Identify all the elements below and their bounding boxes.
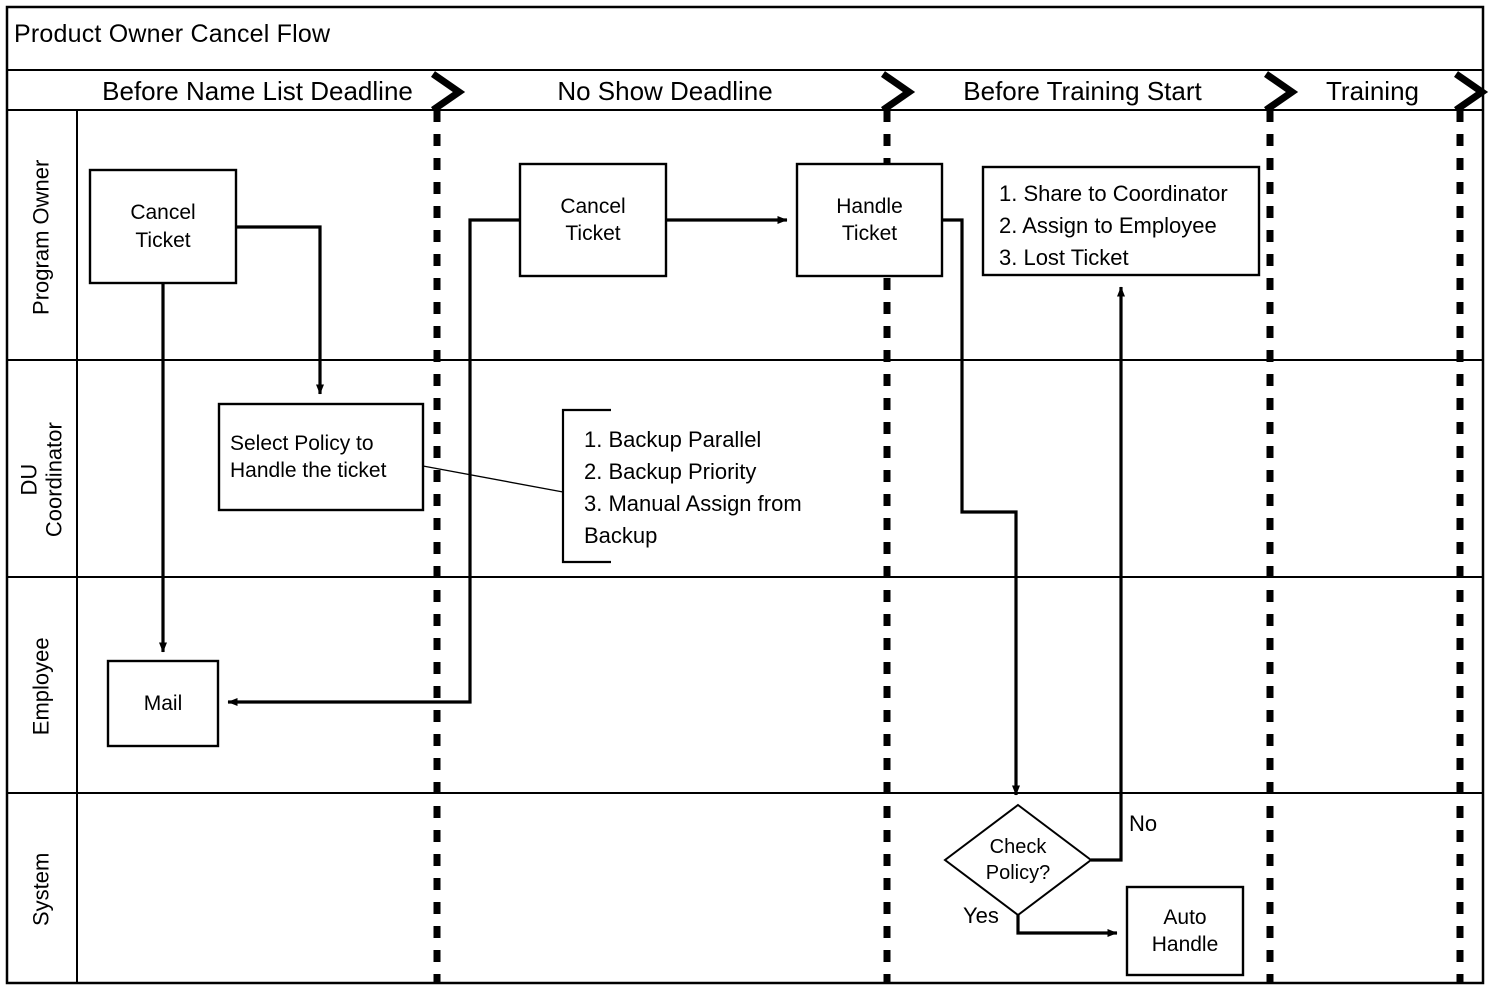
- edge-select-policy-to-policy-note: [422, 465, 564, 493]
- phase-header-3: Before Training Start: [963, 76, 1202, 106]
- edge-label-yes: Yes: [963, 903, 999, 928]
- handle-ticket-box-label[interactable]: Handle Ticket: [836, 194, 903, 245]
- policy-options-note-text: 1. Backup Parallel 2. Backup Priority 3.…: [570, 420, 838, 556]
- lane-label-program-owner: Program Owner: [28, 159, 54, 315]
- edge-check-policy-yes-to-auto-handle: [1016, 915, 1118, 937]
- auto-handle-box-label[interactable]: Auto Handle: [1151, 905, 1219, 956]
- note-line-2: 2. Assign to Employee: [999, 212, 1217, 238]
- lane-label-du-coordinator: DU Coordinator: [16, 422, 66, 538]
- policy-note-line-3: 3. Manual Assign from: [584, 490, 802, 516]
- phase-chevron-3: [1264, 71, 1299, 113]
- check-policy-decision-label[interactable]: Check Policy?: [985, 836, 1051, 884]
- auto-handle-box-shape: [1125, 885, 1245, 977]
- edge-handle-ticket-to-check-policy: [942, 218, 1020, 796]
- note-line-1: 1. Share to Coordinator: [999, 181, 1228, 206]
- edge-cancel2-to-mail: [227, 218, 520, 706]
- phase-chevron-1: [431, 71, 466, 113]
- cancel-ticket-box-1-label[interactable]: Cancel Ticket: [130, 201, 196, 252]
- phase-header-1: Before Name List Deadline: [102, 76, 413, 106]
- edge-check-policy-no-to-options-note: [1091, 286, 1125, 862]
- policy-note-line-2: 2. Backup Priority: [584, 458, 757, 484]
- phase-chevron-2: [881, 71, 916, 113]
- handle-ticket-box-shape: [795, 162, 944, 278]
- diagram-outer-frame: [5, 5, 1485, 985]
- edge-label-no: No: [1129, 811, 1158, 836]
- policy-options-note-bracket: [561, 408, 611, 564]
- select-policy-box-label[interactable]: Select Policy to Handle the ticket: [230, 431, 387, 482]
- program-owner-options-note-shape: [981, 165, 1261, 277]
- mail-box-shape: [106, 659, 220, 748]
- phase-header-4: Training: [1326, 76, 1419, 106]
- note-line-3: 3. Lost Ticket: [999, 244, 1129, 270]
- edge-cancel1-to-select-policy: [236, 225, 324, 395]
- phase-chevron-4: [1454, 71, 1489, 113]
- lane-label-system: System: [28, 852, 54, 926]
- cancel-ticket-box-2-label[interactable]: Cancel Ticket: [560, 194, 626, 245]
- program-owner-options-note-text: 1. Share to Coordinator 2. Assign to Emp…: [989, 172, 1257, 272]
- phase-header-2: No Show Deadline: [557, 76, 773, 106]
- select-policy-box-shape: [217, 402, 425, 512]
- mail-box-label[interactable]: Mail: [143, 691, 183, 715]
- policy-note-line-4: Backup: [584, 522, 658, 548]
- diagram-title: Product Owner Cancel Flow: [14, 20, 331, 48]
- cancel-ticket-box-1-shape: [88, 168, 238, 285]
- policy-note-line-1: 1. Backup Parallel: [584, 427, 762, 452]
